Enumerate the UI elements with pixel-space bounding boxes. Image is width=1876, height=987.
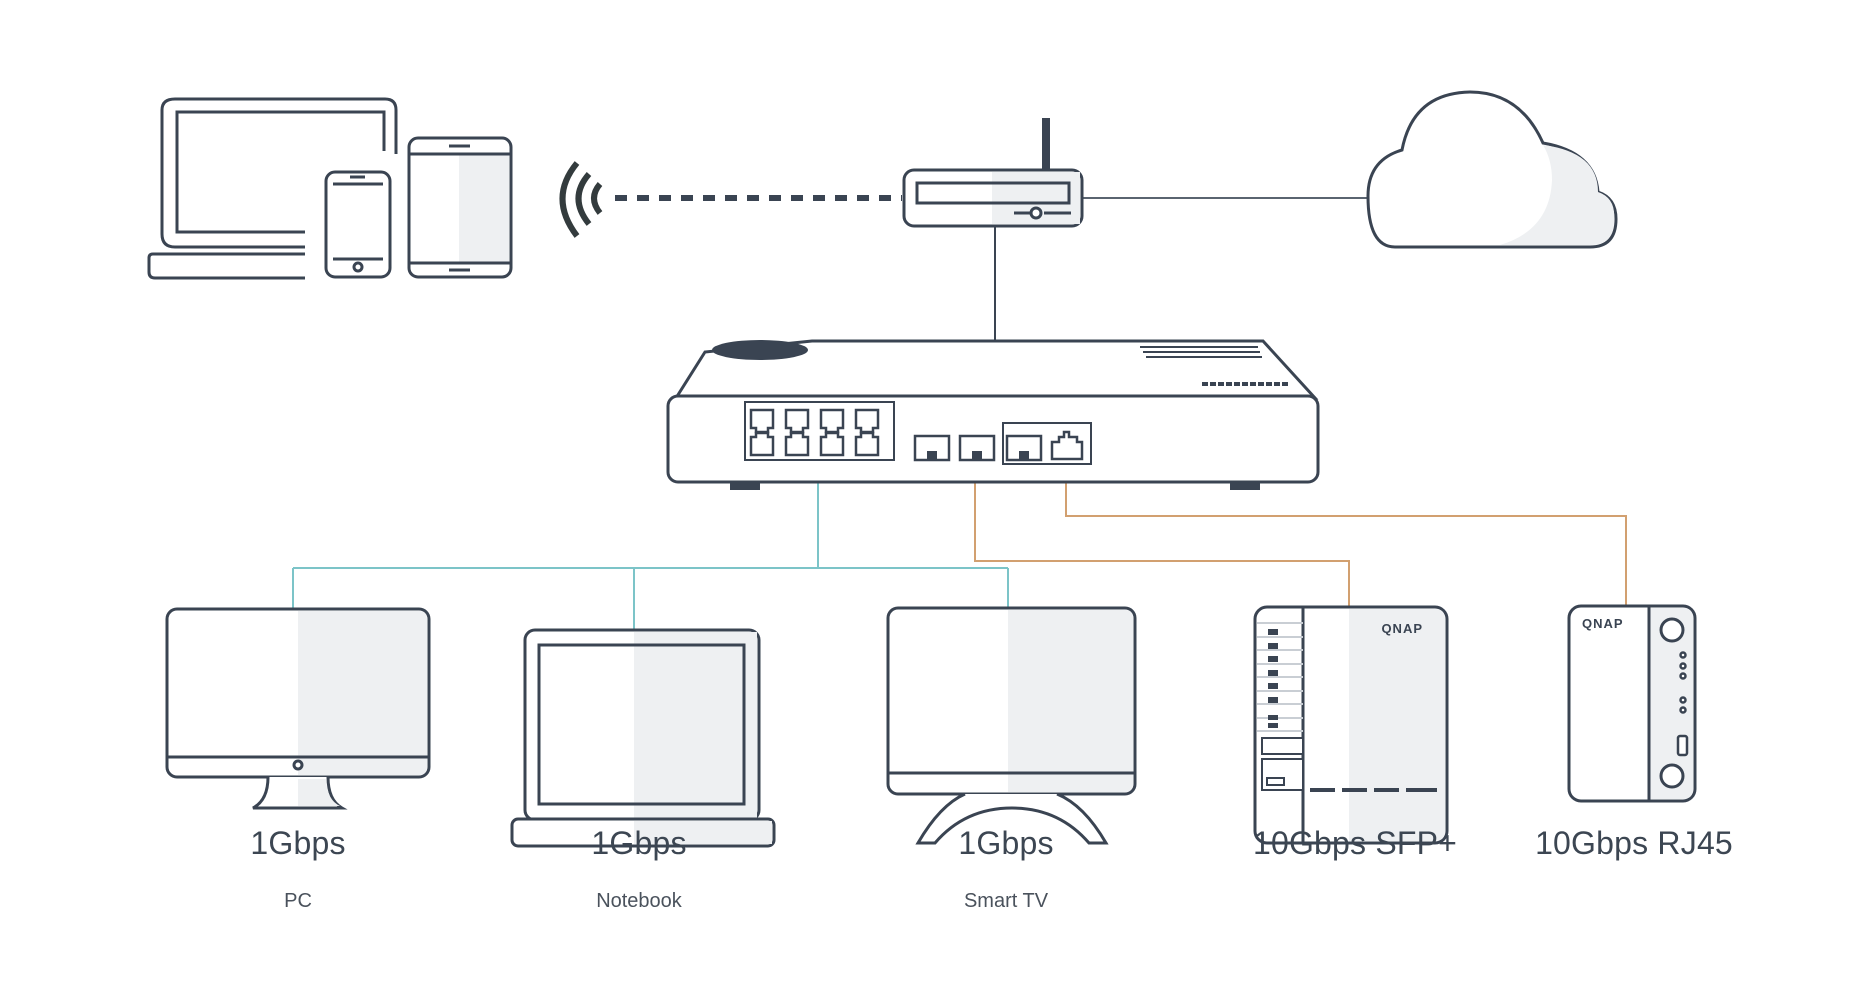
router-icon bbox=[902, 118, 1084, 228]
wireless-devices bbox=[147, 97, 513, 280]
wifi-signal-icon bbox=[559, 161, 603, 238]
sfp-port-2 bbox=[958, 434, 996, 462]
combo-port-group bbox=[1002, 422, 1092, 465]
nas-rj45-speed-label: 10Gbps RJ45 bbox=[1535, 825, 1733, 861]
tablet-icon bbox=[407, 136, 513, 279]
phone-icon bbox=[324, 170, 392, 279]
laptop-icon bbox=[147, 97, 398, 280]
notebook-icon bbox=[510, 628, 776, 848]
link-10g-rj45 bbox=[1065, 460, 1627, 608]
pc-name-label: PC bbox=[284, 890, 312, 912]
nas-rj45-brand-logo: QNAP bbox=[1582, 616, 1624, 631]
sfp-port-3 bbox=[1005, 434, 1043, 462]
connections bbox=[292, 195, 1627, 630]
nas-status-leds bbox=[1268, 629, 1278, 728]
nas-sfp-speed-label: 10Gbps SFP+ bbox=[1252, 825, 1458, 861]
nas-drive-bay-lines bbox=[1257, 622, 1303, 732]
copy-button bbox=[1659, 763, 1685, 789]
smart-tv-icon bbox=[886, 606, 1137, 845]
link-10g-sfp bbox=[974, 460, 1350, 608]
nas-rj45-icon bbox=[1567, 604, 1697, 803]
switch-icon bbox=[666, 339, 1320, 490]
rj45-10g-port bbox=[1050, 430, 1084, 461]
cloud-icon bbox=[1366, 90, 1618, 249]
power-button bbox=[1659, 617, 1685, 643]
switch-led-dome bbox=[712, 340, 808, 360]
usb-port bbox=[1676, 734, 1689, 757]
nas-sfp-icon bbox=[1253, 605, 1449, 845]
pc-icon bbox=[165, 607, 431, 810]
sfp-port-1 bbox=[913, 434, 951, 462]
smart-tv-speed-label: 1Gbps bbox=[958, 825, 1054, 861]
rj45-port-grid bbox=[749, 408, 880, 457]
pc-speed-label: 1Gbps bbox=[250, 825, 346, 861]
nas-sfp-brand-logo: QNAP bbox=[1381, 621, 1423, 636]
smart-tv-name-label: Smart TV bbox=[963, 890, 1049, 912]
link-1g-tree bbox=[292, 460, 1009, 630]
notebook-speed-label: 1Gbps bbox=[591, 825, 687, 861]
notebook-name-label: Notebook bbox=[596, 890, 682, 912]
router-antenna bbox=[1042, 118, 1050, 170]
